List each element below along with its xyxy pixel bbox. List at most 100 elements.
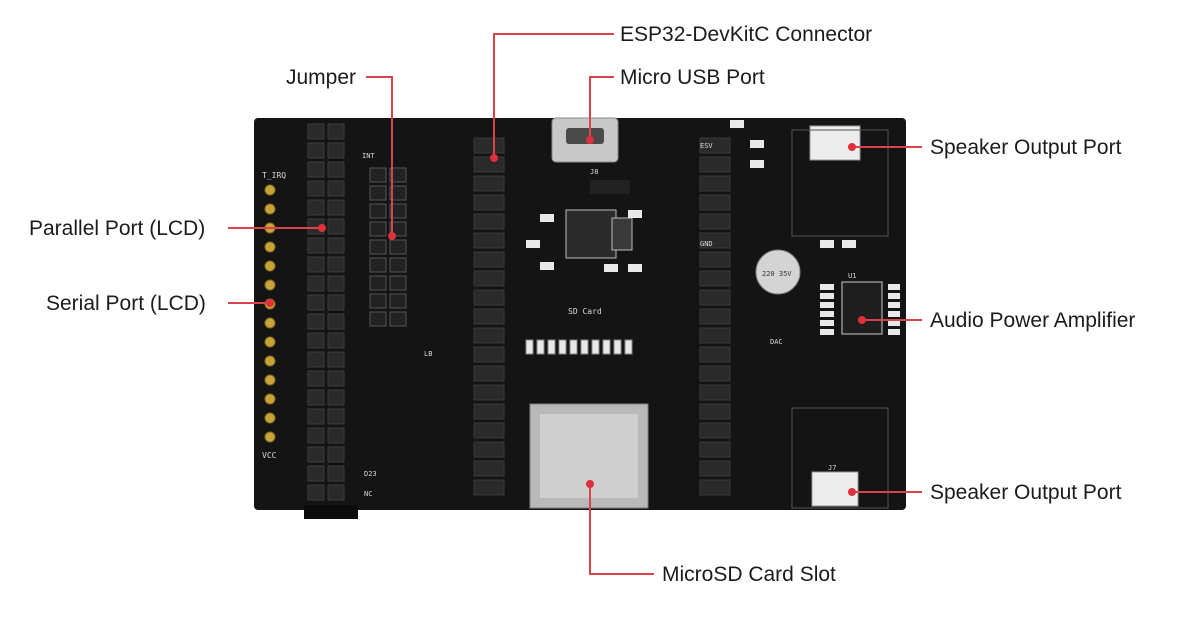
jumper-pin: [389, 221, 407, 237]
header-pin: [327, 180, 345, 197]
esp32-header-pin: [473, 365, 505, 382]
amplifier-passives: [820, 284, 900, 335]
jumper-pin: [369, 293, 387, 309]
esp32-header-pin: [473, 213, 505, 230]
esp32-header-pin: [699, 441, 731, 458]
smd-part: [604, 264, 618, 272]
header-pin: [307, 294, 325, 311]
smd-part: [820, 240, 834, 248]
esp32-header-pin: [699, 422, 731, 439]
label-parallel-port: Parallel Port (LCD): [29, 217, 206, 240]
jumper-pin: [389, 257, 407, 273]
esp32-header-pin: [473, 270, 505, 287]
smd-part: [750, 140, 764, 148]
callout-dot-speaker-bottom: [848, 488, 856, 496]
jumper-pin: [389, 185, 407, 201]
esp32-header-pin: [473, 137, 505, 154]
sd-resistor: [624, 339, 633, 355]
sd-resistor: [525, 339, 534, 355]
gold-pin: [264, 184, 276, 196]
header-pin: [327, 294, 345, 311]
esp32-header-pin: [699, 289, 731, 306]
label-jumper: Jumper: [286, 66, 357, 89]
esp32-connector-left-header: [473, 137, 505, 496]
jumper-pin: [369, 239, 387, 255]
smd-part: [540, 214, 554, 222]
int-silk: INT: [362, 152, 375, 160]
header-pin: [307, 256, 325, 273]
amp-resistor: [888, 293, 900, 299]
jumper-pin: [369, 167, 387, 183]
label-serial-port: Serial Port (LCD): [46, 292, 206, 315]
esp32-header-pin: [699, 460, 731, 477]
jumper-pin: [389, 239, 407, 255]
callout-dot-esp32: [490, 154, 498, 162]
sd-resistor: [558, 339, 567, 355]
header-pin: [307, 389, 325, 406]
header-pin: [327, 199, 345, 216]
header-pin: [327, 313, 345, 330]
jumper-pin: [389, 203, 407, 219]
speaker-output-port-top: [809, 125, 861, 161]
gold-pin: [264, 260, 276, 272]
esp32-header-pin: [473, 232, 505, 249]
esv-silk: ESV: [700, 142, 713, 150]
esp32-header-pin: [699, 232, 731, 249]
header-pin: [327, 218, 345, 235]
header-pin: [307, 332, 325, 349]
amp-resistor: [820, 293, 834, 299]
header-pin: [327, 256, 345, 273]
callout-dots: [266, 136, 866, 496]
jumper-pin: [369, 311, 387, 327]
d23-silk: D23: [364, 470, 377, 478]
esp32-header-pin: [473, 156, 505, 173]
callout-sd-line: [589, 484, 654, 575]
gnd-silk: GND: [700, 240, 713, 248]
u1-silk: U1: [848, 272, 856, 280]
smd-part: [540, 262, 554, 270]
label-microsd-slot: MicroSD Card Slot: [662, 563, 836, 586]
esp32-header-pin: [699, 175, 731, 192]
header-pin: [307, 370, 325, 387]
gold-pin: [264, 393, 276, 405]
esp32-header-pin: [699, 213, 731, 230]
header-pin: [307, 351, 325, 368]
gold-pin: [264, 412, 276, 424]
header-pin: [327, 142, 345, 159]
sd-resistor: [591, 339, 600, 355]
esp32-connector-right-header: [699, 137, 731, 496]
amp-resistor: [820, 302, 834, 308]
esp32-header-pin: [473, 441, 505, 458]
esp32-header-pin: [699, 308, 731, 325]
esp32-header-pin: [473, 251, 505, 268]
header-pin: [327, 389, 345, 406]
smd-part: [628, 210, 642, 218]
header-pin: [327, 351, 345, 368]
label-micro-usb-port: Micro USB Port: [620, 66, 765, 89]
header-pin: [307, 142, 325, 159]
vcc-silk: VCC: [262, 451, 277, 460]
callout-dot-sd: [586, 480, 594, 488]
gold-pin: [264, 431, 276, 443]
header-pin: [307, 237, 325, 254]
esp32-header-pin: [699, 156, 731, 173]
gold-pin: [264, 355, 276, 367]
esp32-header-pin: [699, 403, 731, 420]
esp32-header-pin: [473, 346, 505, 363]
header-pin: [327, 465, 345, 482]
esp32-header-pin: [473, 460, 505, 477]
gold-pin: [264, 374, 276, 386]
callout-dot-speaker-top: [848, 143, 856, 151]
amp-resistor: [888, 329, 900, 335]
header-pin: [307, 275, 325, 292]
callout-dot-usb: [586, 136, 594, 144]
jumper-pin: [389, 311, 407, 327]
speaker-outline-top: [791, 129, 889, 237]
esp32-header-pin: [699, 137, 731, 154]
header-pin: [327, 123, 345, 140]
sd-resistor: [547, 339, 556, 355]
header-pin: [327, 484, 345, 501]
amp-resistor: [820, 320, 834, 326]
callout-usb-line: [589, 76, 614, 140]
amp-resistor: [888, 320, 900, 326]
